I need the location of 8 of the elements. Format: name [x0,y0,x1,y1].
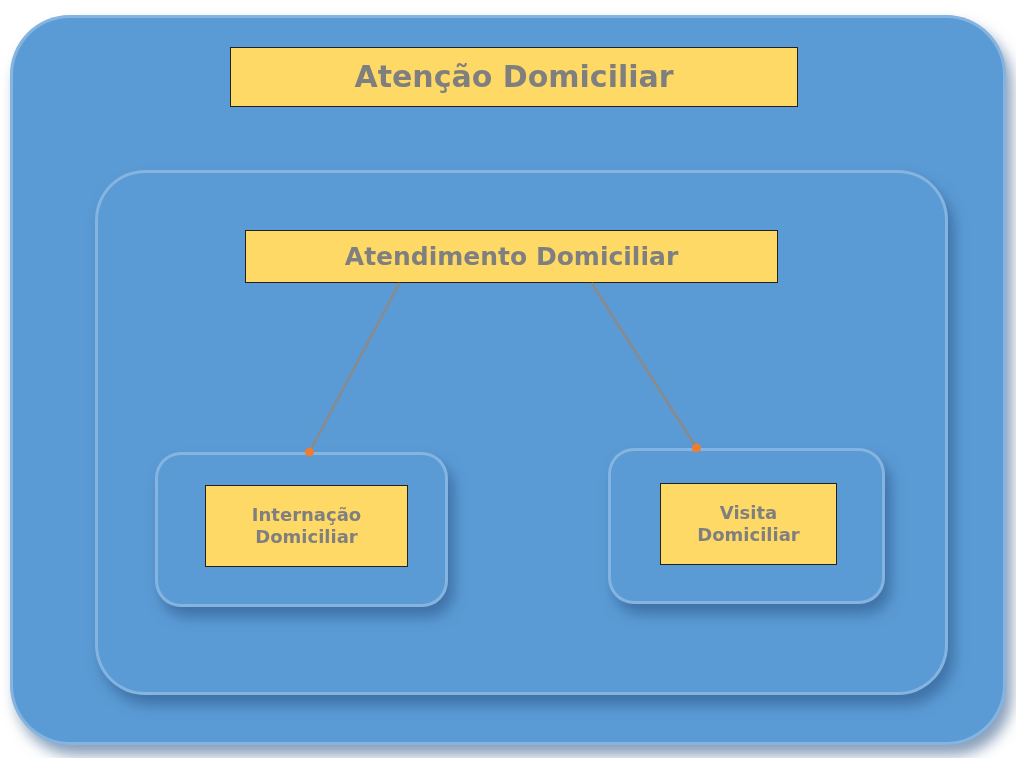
heading-label: Visita Domiciliar [660,483,837,565]
heading-label: Atenção Domiciliar [230,47,798,107]
heading-label: Internação Domiciliar [205,485,408,567]
rounded-panel [95,170,948,695]
heading-label: Atendimento Domiciliar [245,230,778,283]
rounded-panel [10,15,1006,745]
rounded-panel [608,448,885,604]
rounded-panel [155,452,448,607]
